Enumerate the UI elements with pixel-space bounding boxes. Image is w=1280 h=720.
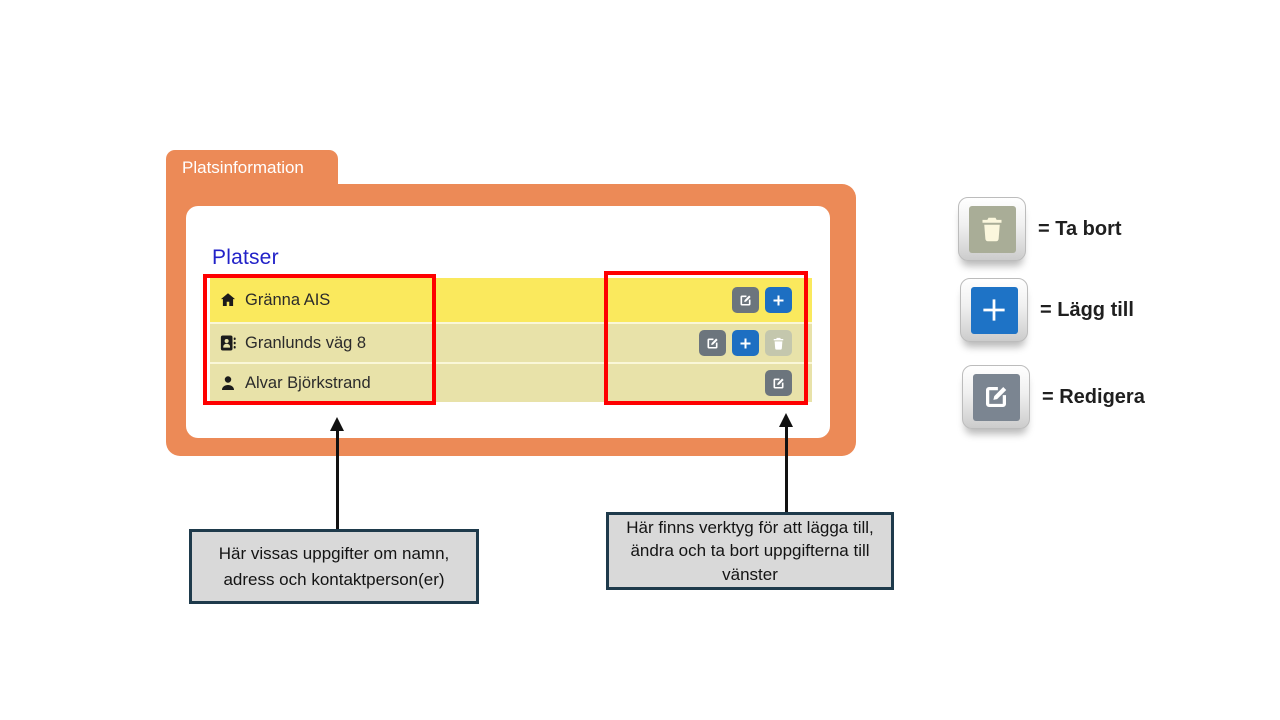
- arrow-left-head: [330, 417, 344, 431]
- platsinformation-tab[interactable]: Platsinformation: [166, 150, 338, 186]
- callout-line: Här vissas uppgifter om namn,: [218, 543, 450, 563]
- trash-icon: [771, 336, 786, 351]
- legend-label: = Redigera: [1042, 385, 1145, 408]
- callout-line: ändra och ta bort uppgifterna till: [630, 541, 870, 561]
- arrow-right-head: [779, 413, 793, 427]
- row-actions: [765, 370, 792, 396]
- arrow-left: [336, 430, 339, 529]
- callout-names: Här vissas uppgifter om namn, adress och…: [189, 529, 479, 604]
- legend-label: = Ta bort: [1038, 217, 1122, 240]
- row-actions: [732, 287, 792, 313]
- add-button[interactable]: [765, 287, 792, 313]
- legend-label: = Lägg till: [1040, 298, 1134, 321]
- content-card: Platser Gränna AIS: [186, 206, 830, 438]
- platsinformation-panel: Platser Gränna AIS: [166, 184, 856, 456]
- edit-icon: [771, 376, 786, 391]
- legend-button-frame: [962, 365, 1030, 429]
- home-icon: [219, 291, 237, 309]
- highlight-rectangle-tools: [604, 271, 808, 405]
- callout-line: Här finns verktyg för att lägga till,: [626, 517, 874, 537]
- edit-button[interactable]: [765, 370, 792, 396]
- user-icon: [219, 374, 237, 392]
- plus-icon: [771, 293, 786, 308]
- legend-item-delete: = Ta bort: [958, 197, 1122, 261]
- arrow-right: [785, 426, 788, 512]
- legend-item-edit: = Redigera: [962, 365, 1145, 429]
- legend-item-add: = Lägg till: [960, 278, 1134, 342]
- highlight-rectangle-names: [203, 274, 436, 405]
- add-button[interactable]: [732, 330, 759, 356]
- callout-tools: Här finns verktyg för att lägga till, än…: [606, 512, 894, 590]
- list-item-label: Granlunds väg 8: [245, 333, 367, 352]
- trash-icon: [968, 205, 1016, 253]
- list-item-label: Gränna AIS: [245, 290, 331, 309]
- edit-icon: [738, 293, 753, 308]
- plus-icon: [970, 286, 1018, 334]
- legend-button-frame: [958, 197, 1026, 261]
- edit-icon: [972, 373, 1020, 421]
- edit-icon: [705, 336, 720, 351]
- callout-line: adress och kontaktperson(er): [223, 569, 445, 589]
- edit-button[interactable]: [699, 330, 726, 356]
- row-actions: [699, 330, 792, 356]
- address-book-icon: [219, 334, 237, 352]
- platser-heading: Platser: [212, 246, 279, 269]
- list-item-granna-ais[interactable]: Gränna AIS: [210, 278, 812, 322]
- list-item-alvar-bjorkstrand[interactable]: Alvar Björkstrand: [210, 362, 812, 402]
- edit-button[interactable]: [732, 287, 759, 313]
- list-item-granlunds-vag-8[interactable]: Granlunds väg 8: [210, 322, 812, 362]
- delete-button[interactable]: [765, 330, 792, 356]
- callout-line: vänster: [722, 564, 778, 584]
- places-list: Gränna AIS: [210, 278, 812, 402]
- legend-button-frame: [960, 278, 1028, 342]
- plus-icon: [738, 336, 753, 351]
- list-item-label: Alvar Björkstrand: [245, 373, 371, 392]
